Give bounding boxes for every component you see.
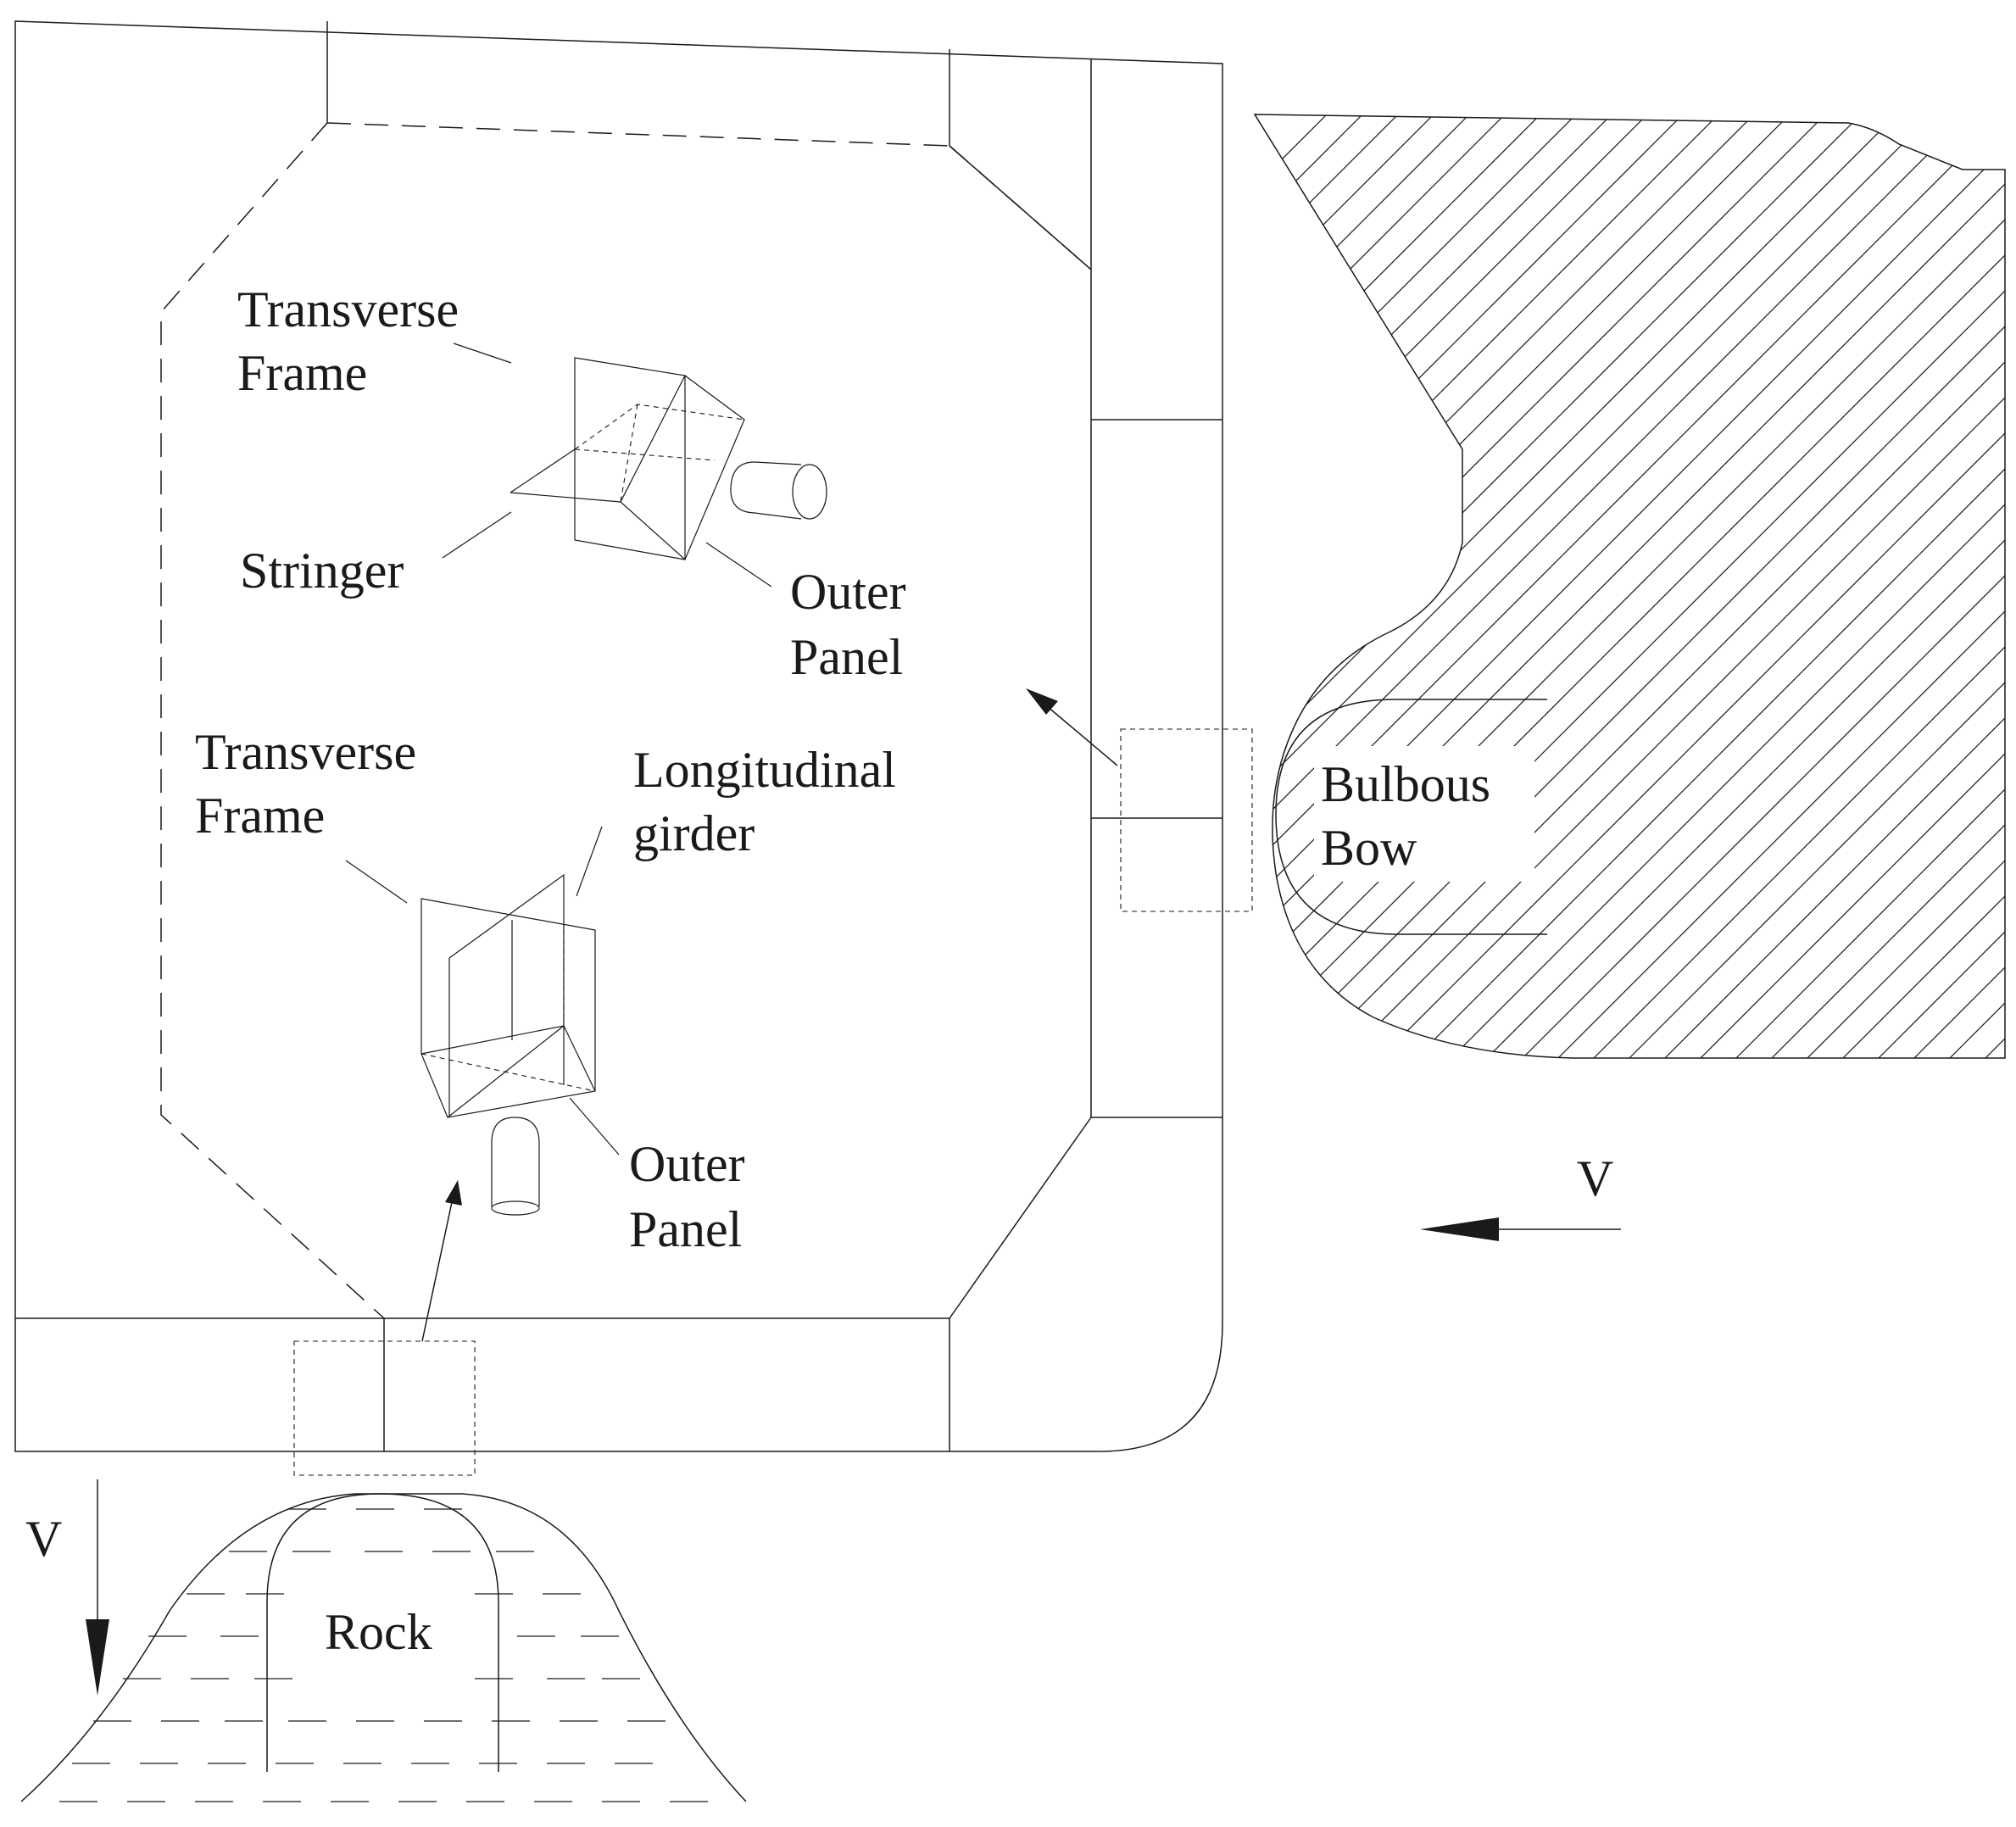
zoom-arrow-bottom (421, 1180, 462, 1342)
hatch-line (1255, 114, 2005, 1058)
indenter-vertical (491, 1117, 540, 1216)
label-rock: Rock (325, 1604, 432, 1660)
label-velocity-bottom: V (25, 1511, 62, 1567)
hatch-line (1834, 114, 2005, 1058)
hull-section (14, 20, 1223, 1452)
hatch-line (1656, 114, 2005, 1058)
hatch-line (1798, 114, 2005, 1058)
hatch-line (1255, 114, 2005, 1058)
side-structure-detail (442, 343, 827, 588)
indenter-horizontal (730, 461, 827, 520)
label-stringer: Stringer (240, 543, 404, 599)
hatch-line (1478, 114, 2005, 1058)
label-bulbous-bow: Bulbous Bow (1321, 756, 1503, 876)
hatch-line (1255, 114, 1727, 1058)
hatch-line (1255, 114, 1584, 1058)
hatch-line (1335, 114, 2005, 1058)
hatch-line (1406, 114, 2005, 1058)
hatch-line (1255, 114, 2005, 1058)
velocity-arrow-bottom (86, 1479, 109, 1696)
hatch-line (1549, 114, 2005, 1058)
hatch-line (1300, 114, 2005, 1058)
hatch-line (1255, 114, 1798, 1058)
hatch-line (1255, 114, 2005, 1058)
rock-outer-outline (20, 1493, 747, 1802)
bulb-label-background (1314, 746, 1534, 882)
outer-hull-outline (14, 20, 1223, 1452)
hatch-line (1255, 114, 1763, 1058)
hatch-line (1255, 114, 1656, 1058)
rock (20, 1493, 747, 1802)
hatch-line (1255, 114, 1620, 1058)
bottom-impact-region-box (293, 1340, 476, 1476)
hatch-line (2013, 0, 2016, 1102)
hatch-line (1255, 114, 2005, 1058)
hatch-line (1976, 114, 2005, 1058)
hatch-line (1620, 114, 2005, 1058)
bow-impact-region-box (1120, 728, 1253, 912)
hatch-line (1255, 114, 1691, 1058)
label-velocity-side: V (1577, 1150, 1613, 1206)
hatch-line (1255, 114, 1869, 1058)
label-outer-panel-2: Outer Panel (629, 1136, 758, 1257)
rock-hatching (59, 1508, 708, 1802)
inner-tank-outline (160, 122, 1092, 1319)
hatch-line (1255, 114, 1442, 1058)
hatch-line (1691, 114, 2005, 1058)
hatch-line (1255, 114, 1976, 1058)
hatch-line (1763, 114, 2005, 1058)
velocity-arrow-side (1420, 1217, 1621, 1241)
label-transverse-frame-2: Transverse Frame (195, 724, 429, 844)
rock-inner-outline (266, 1493, 499, 1772)
bulb-inner-outline (1275, 699, 1547, 935)
hatch-line (1264, 114, 2005, 1058)
bottom-structure-detail (345, 826, 620, 1216)
hatch-line (1255, 114, 1549, 1058)
hatch-line (1255, 114, 2005, 1058)
label-outer-panel-1: Outer Panel (790, 564, 919, 685)
hatch-line (1255, 114, 2005, 1058)
hatch-line (1255, 114, 1834, 1058)
label-transverse-frame-1: Transverse Frame (237, 281, 471, 401)
hatch-line (1255, 114, 1478, 1058)
hatch-line (1255, 114, 1905, 1058)
hatch-line (1513, 114, 2005, 1058)
hatch-line (1442, 114, 2005, 1058)
hatch-line (1584, 114, 2005, 1058)
bulbous-bow (1253, 0, 2016, 1102)
hatch-line (1255, 114, 1941, 1058)
hatch-line (1255, 114, 2005, 1058)
hatch-line (1255, 114, 2005, 1058)
hatch-line (1727, 114, 2005, 1058)
hatch-line (1371, 114, 2005, 1058)
zoom-arrow-side (1026, 688, 1118, 766)
hatch-line (1255, 114, 1513, 1058)
label-longitudinal-girder: Longitudinal girder (633, 742, 909, 861)
bow-outline (1253, 114, 2006, 1059)
